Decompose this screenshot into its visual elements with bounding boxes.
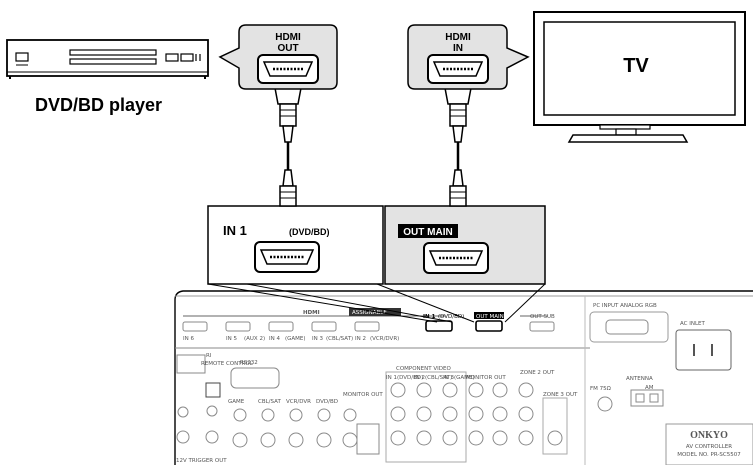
panel-hdmi-in5: IN 5 <box>226 336 237 342</box>
tv <box>533 11 746 143</box>
dvd-bd-player <box>6 39 209 79</box>
panel-remote-control: REMOTE CONTROL <box>201 361 254 367</box>
hdmi-out-line1: HDMI <box>275 32 301 43</box>
panel-model-line2: MODEL NO. PR-SC5507 <box>677 452 741 458</box>
panel-ac-inlet: AC INLET <box>680 321 706 327</box>
panel-cbl-sat: CBL/SAT <box>258 399 281 405</box>
panel-comp-in1: IN 1(DVD/BD) <box>386 375 423 381</box>
panel-vcr-dvr: VCR/DVR <box>286 399 311 405</box>
zoom-lines <box>207 283 546 323</box>
panel-antenna: ANTENNA <box>626 376 653 382</box>
panel-hdmi-in3-sub: (CBL/SAT) <box>326 336 353 342</box>
dvd-bd-player-label: DVD/BD player <box>35 95 162 115</box>
zoom-box-out-main: OUT MAIN <box>384 205 546 285</box>
panel-hdmi-in2-sub: (VCR/DVR) <box>370 336 399 342</box>
zoom-out-main-label: OUT MAIN <box>403 227 452 238</box>
hdmi-in-line2: IN <box>453 43 463 54</box>
callout-hdmi-out: HDMI OUT <box>218 24 338 90</box>
zoom-in1-source: (DVD/BD) <box>289 227 330 237</box>
panel-comp-monitor: MONITOR OUT <box>466 375 506 381</box>
zoom-in1-label: IN 1 <box>223 223 247 238</box>
panel-zone2-out: ZONE 2 OUT <box>520 370 555 376</box>
panel-hdmi-in6: IN 6 <box>183 336 194 342</box>
panel-hdmi-in3: IN 3 <box>312 336 323 342</box>
panel-pc-input: PC INPUT ANALOG RGB <box>593 303 657 309</box>
zoom-box-in1: IN 1 (DVD/BD) <box>207 205 384 285</box>
panel-trigger-out: 12V TRIGGER OUT <box>176 458 227 464</box>
panel-ri: RI <box>206 353 212 359</box>
panel-hdmi-in5-sub: (AUX 2) <box>244 336 265 342</box>
panel-monitor-out: MONITOR OUT <box>343 392 383 398</box>
hdmi-cable-left <box>274 87 302 207</box>
panel-model-line1: AV CONTROLLER <box>686 444 732 450</box>
panel-comp-in2: IN 2(CBL/SAT) <box>414 375 452 381</box>
panel-dvd-bd: DVD/BD <box>316 399 338 405</box>
panel-hdmi-in1: IN 1 <box>423 314 436 320</box>
panel-component-video: COMPONENT VIDEO <box>396 366 451 372</box>
panel-hdmi-in2: IN 2 <box>355 336 366 342</box>
panel-brand: ONKYO <box>690 430 728 441</box>
panel-fm: FM 75Ω <box>590 386 611 392</box>
panel-assignable: ASSIGNABLE <box>352 310 387 316</box>
panel-out-sub: OUT SUB <box>530 314 555 320</box>
panel-game: GAME <box>228 399 245 405</box>
panel-hdmi-header: HDMI <box>303 310 320 316</box>
hdmi-cable-right <box>444 87 472 207</box>
panel-hdmi-in4: IN 4 <box>269 336 280 342</box>
callout-hdmi-in: HDMI IN <box>407 24 530 90</box>
hdmi-in-line1: HDMI <box>445 32 471 43</box>
panel-hdmi-in4-sub: (GAME) <box>285 336 306 342</box>
panel-out-main: OUT MAIN <box>476 314 504 320</box>
panel-hdmi-in1-sub: (DVD/BD) <box>438 314 464 320</box>
hdmi-out-line2: OUT <box>277 43 298 54</box>
tv-label: TV <box>623 55 649 77</box>
panel-zone3-out: ZONE 3 OUT <box>543 392 578 398</box>
rear-panel <box>174 290 753 465</box>
panel-rs232: RS232 <box>240 360 258 366</box>
panel-am: AM <box>645 385 654 391</box>
panel-comp-in3: IN 3(GAME) <box>443 375 475 381</box>
